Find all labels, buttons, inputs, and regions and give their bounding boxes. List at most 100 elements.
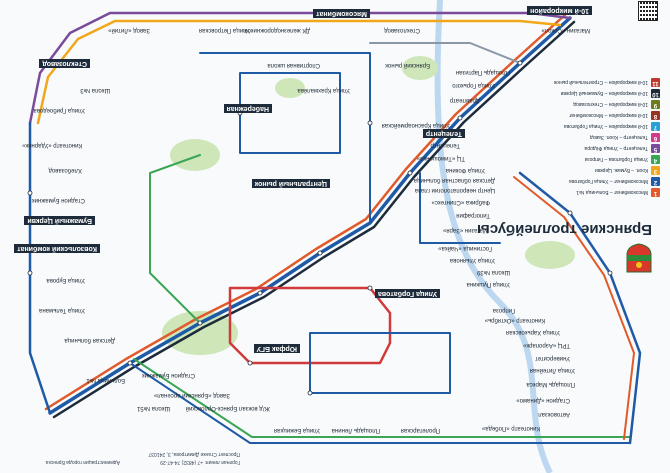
stop-label: Ж/д вокзал Брянск-Орловский bbox=[185, 405, 270, 411]
stop-label: Пролетарская bbox=[400, 427, 440, 433]
stop-dot-6 bbox=[197, 320, 203, 326]
stop-label: Школа №3 bbox=[80, 87, 110, 93]
legend-route-text: Улица Горбатова – Гипроза bbox=[584, 156, 648, 163]
stop-label: Завод «Литий» bbox=[108, 27, 150, 33]
stop-label: Драмтеатр bbox=[449, 97, 480, 103]
stop-label: Улица Крахмалёва bbox=[297, 87, 350, 93]
terminal-label: Телецентр bbox=[422, 129, 465, 138]
stop-dot-10 bbox=[247, 360, 253, 366]
route-line-blue bbox=[48, 16, 572, 415]
terminal-label: Улица Горбатова bbox=[375, 289, 440, 298]
stop-label: Площадь Ленина bbox=[331, 427, 380, 433]
stop-dot-16 bbox=[567, 210, 573, 216]
stop-label: ТЦ «Тимошенко» bbox=[416, 155, 465, 161]
stop-label: Улица Харьковская bbox=[506, 329, 560, 335]
legend-route-text: Кооп. – Бумаж. Церкви bbox=[595, 167, 648, 174]
terminal-label: Стеклозавод bbox=[39, 59, 90, 68]
stop-label: Кинотеатр «Ударник» bbox=[22, 142, 82, 148]
stop-label: Школа №39 bbox=[476, 269, 510, 275]
terminal-label: Центральный рынок bbox=[251, 179, 330, 188]
park-1 bbox=[162, 311, 238, 355]
terminal-label: Ковзольский комбинат bbox=[14, 244, 100, 253]
park-4 bbox=[525, 241, 575, 269]
legend-route-number: 1 bbox=[651, 188, 660, 197]
stop-label: Брянский рынок bbox=[385, 62, 430, 68]
stop-dot-9 bbox=[27, 190, 33, 196]
qr-code-icon bbox=[638, 1, 658, 21]
stop-label: Улица Литейная bbox=[529, 367, 575, 373]
legend-route-text: Телецентр – Улица Фёдора bbox=[584, 145, 649, 152]
route-line-yellow bbox=[36, 19, 562, 125]
terminal-label: Набережная bbox=[223, 104, 272, 113]
stop-dot-7 bbox=[127, 360, 133, 366]
address-text: Проспект Станке Димитрова, 3, 241037 bbox=[148, 451, 240, 457]
terminal-label: Бумажный Церкви bbox=[24, 216, 95, 225]
stop-dot-11 bbox=[367, 285, 373, 291]
legend-route-number: 3 bbox=[651, 166, 660, 175]
route-line-green bbox=[149, 154, 201, 324]
legend-route-text: Мясокомбинат – Улица Горбатова bbox=[569, 178, 648, 185]
stop-label: Детская больница bbox=[64, 337, 115, 343]
stop-label: Улица Ульянова bbox=[449, 257, 495, 263]
stop-label: Гипроза bbox=[492, 307, 515, 313]
stop-label: Улица Бурова bbox=[46, 277, 85, 283]
stop-label: Автовокзал bbox=[538, 411, 570, 417]
stop-dot-12 bbox=[307, 390, 313, 396]
stop-label: Кинотеатр «Октябрь» bbox=[484, 317, 545, 323]
stop-label: Типография bbox=[456, 212, 490, 218]
route-line-inner-3 bbox=[239, 72, 341, 154]
river bbox=[434, 0, 553, 473]
stop-label: Магазин «Заря» bbox=[443, 227, 488, 233]
stop-label: Улица Бежицкая bbox=[273, 427, 320, 433]
stop-dot-8 bbox=[27, 270, 33, 276]
stop-label: Улица Горького bbox=[452, 82, 495, 88]
route-line-top-2 bbox=[133, 358, 631, 438]
stop-label: Спортивная школа bbox=[267, 62, 320, 68]
stop-label: Улица Красноармейская bbox=[381, 122, 450, 128]
legend-route-number: 6 bbox=[651, 133, 660, 142]
route-line-grey bbox=[369, 42, 521, 64]
stop-label: Кинотеатр «Победа» bbox=[481, 425, 540, 431]
stop-label: Улица Пушкина bbox=[466, 281, 510, 287]
stop-label: Детская областная больница bbox=[413, 177, 495, 183]
stop-label: Центр невропатологии глаза bbox=[414, 187, 495, 193]
park-3 bbox=[402, 56, 438, 80]
park-5 bbox=[275, 78, 305, 98]
stop-dot-4 bbox=[317, 250, 323, 256]
park-2 bbox=[170, 139, 220, 171]
terminal-label: Юрфак БГУ bbox=[253, 344, 300, 353]
terminal-label: 10-й микрорайон bbox=[527, 6, 592, 15]
city-coat-of-arms-icon bbox=[626, 243, 652, 273]
administration-text: Администрация города Брянска bbox=[45, 459, 120, 465]
route-line-left-2 bbox=[513, 176, 635, 440]
stop-label: Гостиница «Чайка» bbox=[438, 245, 492, 251]
stop-label: Стадион Бумажник bbox=[31, 197, 85, 203]
route-line-top bbox=[129, 362, 631, 444]
route-line-bottom-in bbox=[199, 52, 371, 224]
legend-route-number: 4 bbox=[651, 155, 660, 164]
stop-label: Завод «Брянский арсенал» bbox=[153, 392, 230, 398]
legend-route-number: 2 bbox=[651, 177, 660, 186]
route-line-inner-1 bbox=[309, 332, 451, 394]
stop-dot-1 bbox=[517, 60, 523, 66]
legend-route-number: 5 bbox=[651, 144, 660, 153]
legend-route-number: 7 bbox=[651, 122, 660, 131]
route-line-right bbox=[28, 121, 52, 415]
legend-route-number: 9 bbox=[651, 100, 660, 109]
stop-label: Больница №1 bbox=[86, 377, 125, 383]
legend-route-number: 11 bbox=[651, 78, 660, 87]
stop-label: Хлебозавод bbox=[48, 167, 82, 173]
